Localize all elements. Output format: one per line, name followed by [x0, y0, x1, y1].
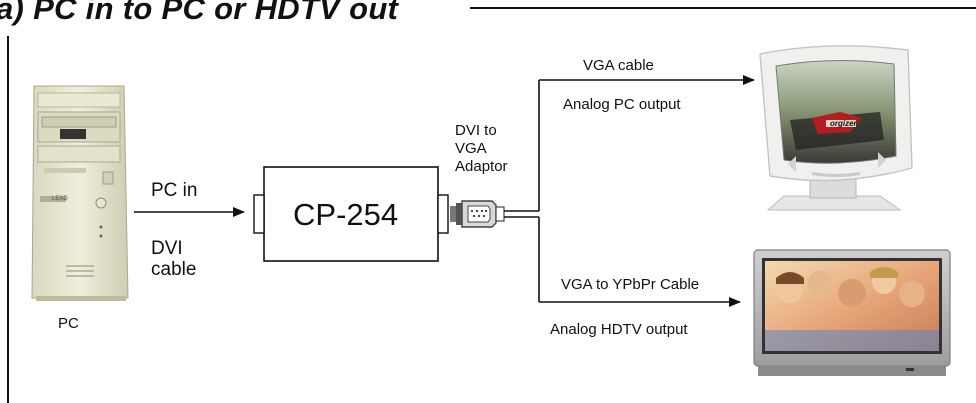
cp254-label: CP-254 [293, 197, 399, 232]
monitor-badge: orgizer [830, 119, 858, 128]
adaptor-label-line3: Adaptor [455, 158, 508, 175]
pc-in-label: PC in [151, 180, 198, 201]
hdtv-image [753, 249, 951, 376]
adaptor-label-line2: VGA [455, 140, 487, 157]
adaptor-label-line1: DVI to [455, 122, 497, 139]
ypbpr-cable-label: VGA to YPbPr Cable [561, 276, 700, 293]
dvi-cable-label-line2: cable [151, 259, 197, 280]
analog-pc-output-label: Analog PC output [563, 96, 681, 113]
analog-hdtv-output-label: Analog HDTV output [550, 321, 688, 338]
dvi-cable-label-line1: DVI [151, 238, 183, 259]
diagram-title: a) PC in to PC or HDTV out [0, 0, 399, 26]
dvi-vga-adaptor-icon [450, 200, 505, 228]
dvi-input-port [253, 194, 265, 234]
crt-monitor-image [759, 45, 913, 211]
pc-tower-image [31, 85, 129, 301]
pc-brand: LEAD [52, 196, 68, 202]
pc-label: PC [58, 315, 79, 332]
dvi-output-port [437, 194, 449, 234]
output-split-lines [504, 80, 540, 302]
vga-cable-label: VGA cable [583, 57, 654, 74]
